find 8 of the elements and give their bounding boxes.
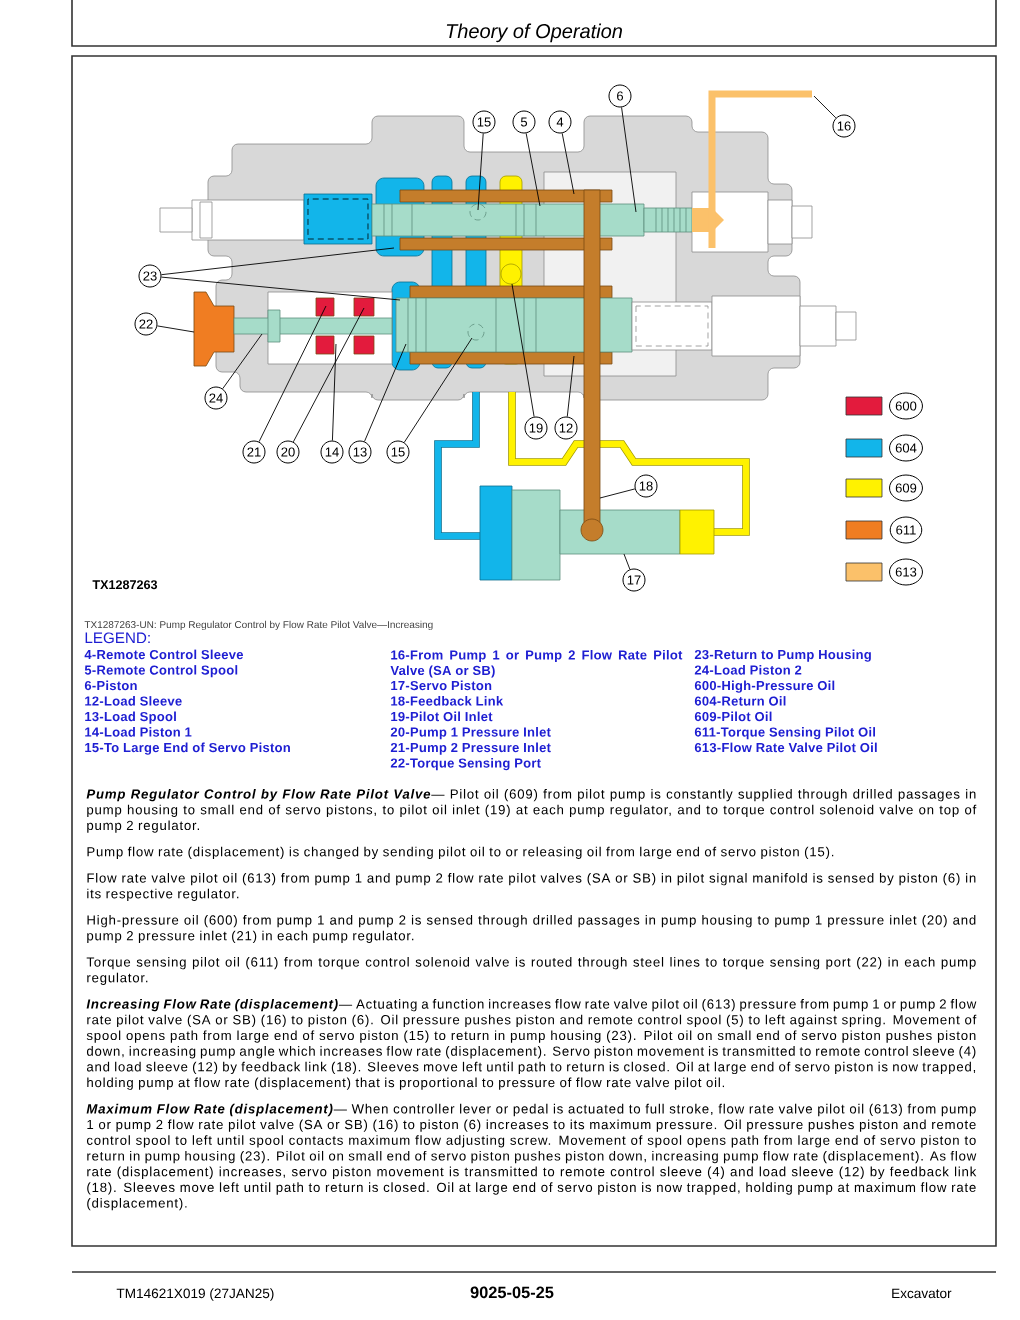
leader-line: [621, 106, 637, 213]
leader-line: [623, 553, 631, 570]
leader-line: [813, 95, 837, 119]
leader-line: [477, 133, 484, 211]
page-number: 9025-05-25: [470, 1286, 554, 1299]
leader-line: [561, 132, 575, 195]
page-title: Theory of Operation: [446, 23, 622, 43]
leader-line: [525, 132, 541, 207]
